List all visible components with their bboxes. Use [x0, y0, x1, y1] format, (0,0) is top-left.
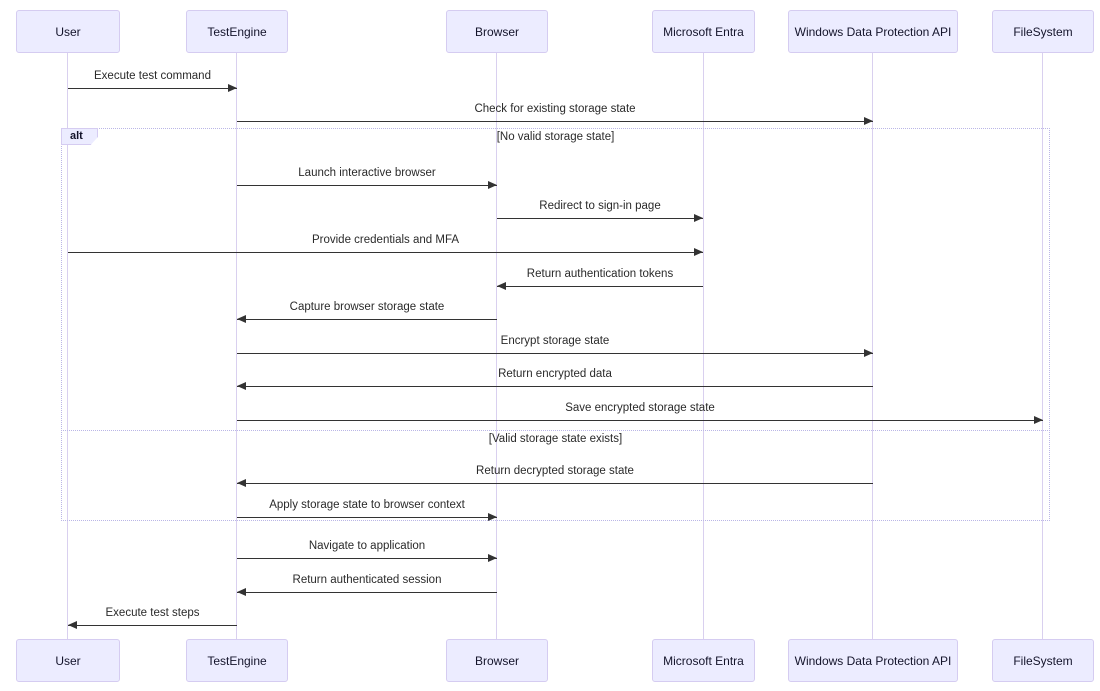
actor-label: Browser	[474, 24, 519, 39]
arrowhead-right-icon	[488, 554, 497, 562]
actor-top-microsoft-entra: Microsoft Entra	[652, 10, 755, 53]
message-6-line	[497, 286, 703, 287]
lifeline-windows-data-protection-api	[872, 53, 873, 639]
actor-label: Microsoft Entra	[663, 24, 744, 39]
arrowhead-left-icon	[497, 282, 506, 290]
message-4-label: Redirect to sign-in page	[539, 200, 661, 212]
message-9-line	[237, 386, 873, 387]
alt-label: alt	[61, 128, 98, 145]
actor-label: User	[55, 653, 81, 668]
message-14-label: Return authenticated session	[292, 574, 442, 586]
lifeline-browser	[496, 53, 497, 639]
message-9-label: Return encrypted data	[498, 368, 612, 380]
arrowhead-right-icon	[864, 349, 873, 357]
arrowhead-right-icon	[488, 513, 497, 521]
message-13-label: Navigate to application	[308, 540, 426, 552]
lifeline-testengine	[236, 53, 237, 639]
message-10-label: Save encrypted storage state	[565, 402, 715, 414]
actor-top-filesystem: FileSystem	[992, 10, 1094, 53]
actor-top-windows-data-protection-api: Windows Data Protection API	[788, 10, 958, 53]
message-1-line	[68, 88, 237, 89]
actor-label: TestEngine	[207, 653, 267, 668]
message-13-line	[237, 558, 497, 559]
actor-top-user: User	[16, 10, 120, 53]
arrowhead-right-icon	[864, 117, 873, 125]
arrowhead-right-icon	[488, 181, 497, 189]
actor-top-testengine: TestEngine	[186, 10, 288, 53]
arrowhead-left-icon	[237, 479, 246, 487]
arrowhead-right-icon	[694, 248, 703, 256]
lifeline-microsoft-entra	[703, 53, 704, 639]
message-12-line	[237, 517, 497, 518]
actor-top-browser: Browser	[446, 10, 548, 53]
actor-label: User	[55, 24, 81, 39]
lifeline-filesystem	[1042, 53, 1043, 639]
message-6-label: Return authentication tokens	[526, 268, 674, 280]
message-8-line	[237, 353, 873, 354]
message-3-label: Launch interactive browser	[298, 167, 436, 179]
message-7-line	[237, 319, 497, 320]
alt-condition-2: [Valid storage state exists]	[488, 433, 623, 445]
message-2-label: Check for existing storage state	[474, 103, 636, 115]
actor-bottom-windows-data-protection-api: Windows Data Protection API	[788, 639, 958, 682]
message-2-line	[237, 121, 873, 122]
actor-label: Microsoft Entra	[663, 653, 744, 668]
message-5-line	[68, 252, 703, 253]
actor-bottom-user: User	[16, 639, 120, 682]
message-15-label: Execute test steps	[105, 607, 200, 619]
message-12-label: Apply storage state to browser context	[269, 499, 465, 511]
message-10-line	[237, 420, 1043, 421]
actor-bottom-testengine: TestEngine	[186, 639, 288, 682]
alt-else-divider	[61, 430, 1050, 431]
message-11-label: Return decrypted storage state	[476, 465, 634, 477]
actor-label: FileSystem	[1013, 24, 1073, 39]
arrowhead-left-icon	[68, 621, 77, 629]
actor-bottom-microsoft-entra: Microsoft Entra	[652, 639, 755, 682]
arrowhead-left-icon	[237, 382, 246, 390]
message-1-label: Execute test command	[94, 70, 211, 82]
actor-bottom-browser: Browser	[446, 639, 548, 682]
actor-label: Windows Data Protection API	[794, 24, 952, 39]
message-8-label: Encrypt storage state	[500, 335, 610, 347]
alt-condition-1: [No valid storage state]	[496, 131, 615, 143]
arrowhead-right-icon	[228, 84, 237, 92]
message-3-line	[237, 185, 497, 186]
message-14-line	[237, 592, 497, 593]
actor-label: Browser	[474, 653, 519, 668]
arrowhead-right-icon	[694, 214, 703, 222]
actor-label: Windows Data Protection API	[794, 653, 952, 668]
message-11-line	[237, 483, 873, 484]
lifeline-user	[67, 53, 68, 639]
arrowhead-left-icon	[237, 315, 246, 323]
message-5-label: Provide credentials and MFA	[311, 234, 460, 246]
arrowhead-right-icon	[1034, 416, 1043, 424]
message-15-line	[68, 625, 237, 626]
actor-label: FileSystem	[1013, 653, 1073, 668]
message-7-label: Capture browser storage state	[289, 301, 445, 313]
arrowhead-left-icon	[237, 588, 246, 596]
actor-bottom-filesystem: FileSystem	[992, 639, 1094, 682]
message-4-line	[497, 218, 703, 219]
actor-label: TestEngine	[207, 24, 267, 39]
alt-frame	[61, 128, 1050, 521]
